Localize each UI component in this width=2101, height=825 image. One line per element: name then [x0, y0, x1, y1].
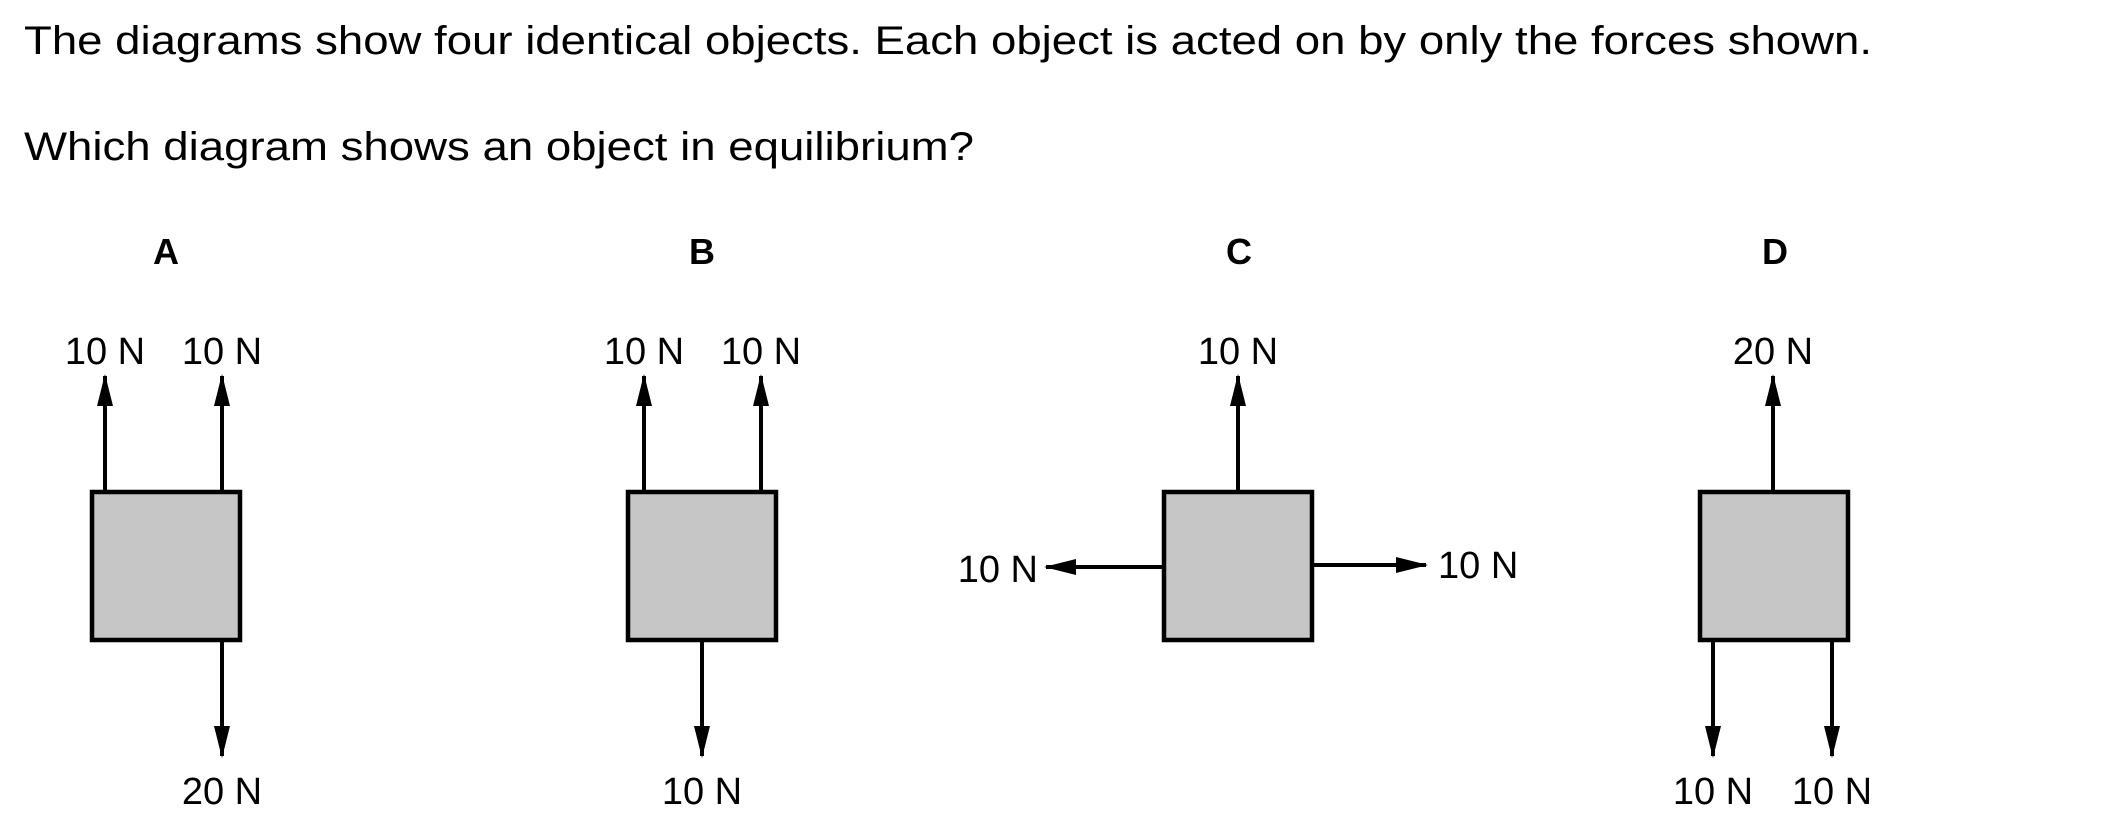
force-label: 10 N [65, 331, 145, 373]
option-d-diagram[interactable]: D 20 N 10 N 10 N [1673, 231, 1872, 813]
force-label: 10 N [1438, 545, 1518, 587]
option-b-diagram[interactable]: B 10 N 10 N 10 N [604, 231, 801, 813]
force-label: 10 N [182, 331, 262, 373]
force-label: 10 N [604, 331, 684, 373]
object-box [1161, 489, 1315, 643]
option-letter: D [1762, 231, 1788, 272]
option-c-diagram[interactable]: C 10 N 10 N 10 N [958, 231, 1519, 643]
force-label: 10 N [662, 771, 742, 813]
force-label: 10 N [1792, 771, 1872, 813]
force-label: 10 N [1673, 771, 1753, 813]
force-label: 10 N [721, 331, 801, 373]
object-box [625, 489, 779, 643]
object-box [1697, 489, 1851, 643]
force-label: 10 N [958, 549, 1038, 591]
object-box [89, 489, 243, 643]
question-line-2: Which diagram shows an object in equilib… [24, 125, 974, 169]
option-letter: A [153, 231, 179, 272]
force-label: 20 N [1733, 331, 1813, 373]
force-label: 10 N [1198, 331, 1278, 373]
force-label: 20 N [182, 771, 262, 813]
option-letter: C [1226, 231, 1252, 272]
question-line-1: The diagrams show four identical objects… [24, 19, 1872, 63]
option-letter: B [689, 231, 715, 272]
option-a-diagram[interactable]: A 10 N 10 N 20 N [65, 231, 262, 813]
